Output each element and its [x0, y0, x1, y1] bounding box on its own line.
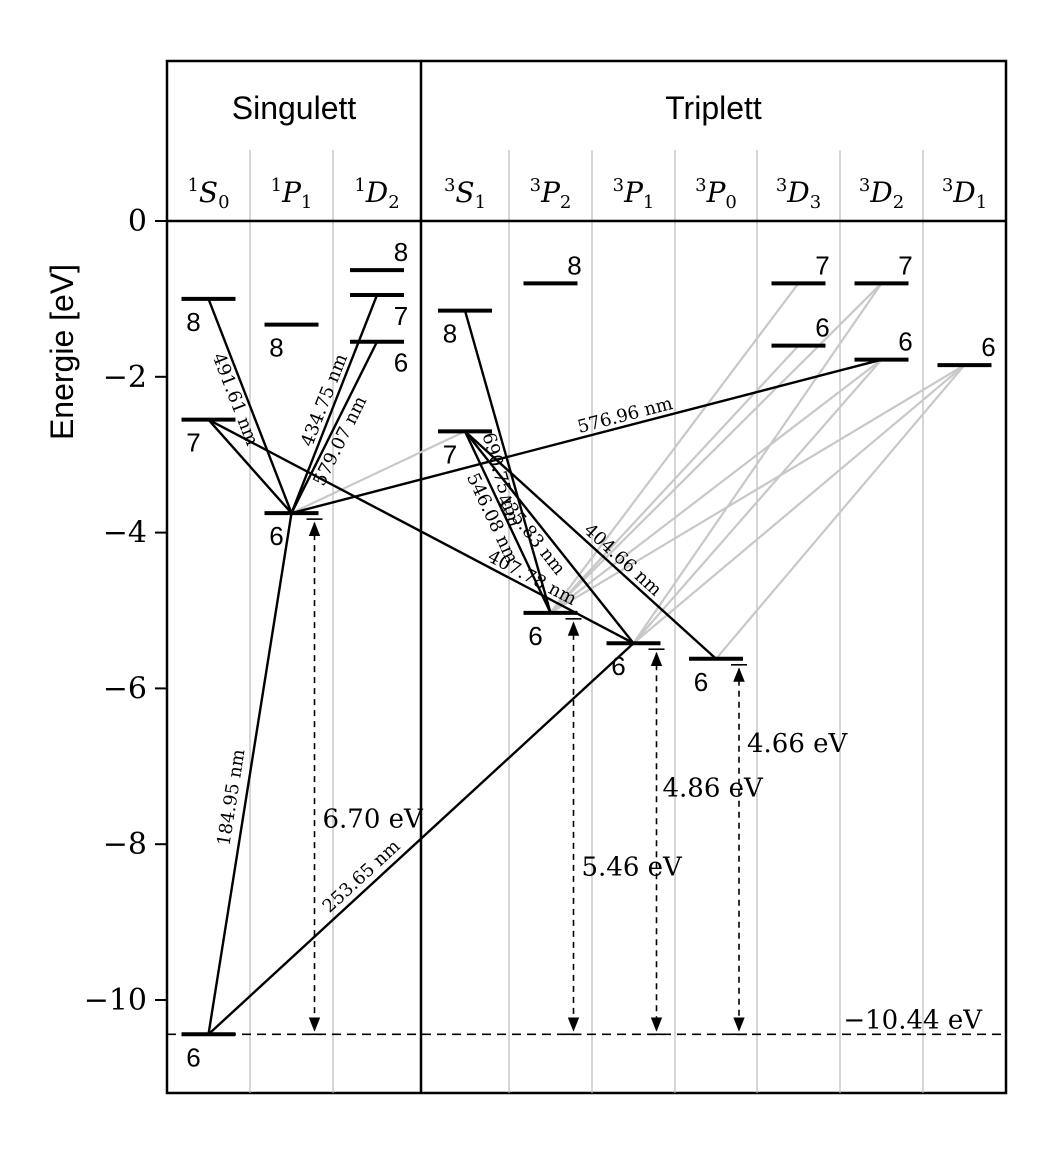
wavelength-label: 253.65 nm [319, 836, 405, 917]
transition-line [207, 418, 635, 645]
weak-transitions [291, 282, 966, 660]
y-tick-label: −4 [103, 516, 147, 551]
ionization-energy-label: 4.66 eV [747, 729, 849, 759]
y-tick-label: −6 [103, 671, 147, 706]
level-label: 8 [269, 333, 283, 363]
weak-transition-line [715, 364, 966, 660]
weak-transition-line [632, 282, 883, 644]
level-label: 6 [694, 667, 708, 697]
ionization-energy-label: 4.86 eV [663, 774, 765, 804]
weak-transition-line [632, 358, 883, 644]
level-label: 6 [611, 651, 625, 681]
y-axis-label: Energie [eV] [44, 264, 80, 440]
level-label: 7 [394, 301, 408, 331]
transition-line [464, 430, 717, 660]
weak-transition-line [549, 282, 800, 614]
column-label-3P2: 3P2 [530, 175, 572, 213]
transition-line [207, 512, 293, 1035]
ionization-energy-label: 6.70 eV [323, 804, 425, 834]
transition-line [464, 430, 635, 644]
column-label-1P1: 1P1 [271, 175, 313, 213]
transition-line [463, 310, 552, 614]
energy-levels [181, 268, 992, 1037]
level-label: 7 [898, 250, 912, 280]
transition-line [207, 642, 635, 1036]
weak-transition-line [291, 430, 466, 515]
column-label-3P0: 3P0 [695, 175, 737, 213]
strong-transitions [207, 294, 882, 1036]
column-label-3D2: 3D2 [859, 175, 904, 213]
group-header-triplett: Triplett [665, 90, 762, 126]
level-label: 7 [443, 439, 457, 469]
wavelength-label: 576.96 nm [575, 393, 675, 438]
y-tick-label: 0 [128, 204, 147, 239]
weak-transition-line [549, 344, 800, 614]
ionization-limit-label: −10.44 eV [843, 1005, 983, 1035]
level-label: 8 [443, 319, 457, 349]
level-label: 6 [815, 313, 829, 343]
transition-line [290, 294, 379, 514]
y-tick-label: −10 [84, 983, 147, 1018]
wavelength-label: 184.95 nm [214, 748, 250, 847]
transition-line [463, 430, 552, 614]
level-label: 6 [981, 332, 995, 362]
level-label: 8 [394, 237, 408, 267]
level-label: 8 [186, 307, 200, 337]
weak-transition-line [549, 282, 883, 614]
diagram-text: 0 −2 −4 −6 −8 −10 Energie [eV] Singulett Triplet… [44, 90, 996, 1072]
column-label-1S0: 1S0 [187, 175, 229, 213]
y-tick-label: −8 [103, 827, 147, 862]
weak-transition-line [549, 358, 883, 614]
transition-line [207, 298, 293, 514]
column-label-3D1: 3D1 [942, 175, 987, 213]
column-label-3P1: 3P1 [613, 175, 655, 213]
column-label-1D2: 1D2 [354, 175, 399, 213]
transition-line [291, 358, 882, 515]
level-label: 6 [898, 327, 912, 357]
transition-line [207, 418, 293, 514]
level-label: 8 [567, 250, 581, 280]
column-label-3D3: 3D3 [776, 175, 821, 213]
transition-line [290, 341, 379, 514]
plot-border [165, 59, 1008, 1095]
ionization-energy-label: 5.46 eV [582, 852, 684, 882]
level-label: 6 [394, 348, 408, 378]
level-label: 6 [186, 1042, 200, 1072]
wavelength-label: 407.78 nm [484, 546, 580, 610]
column-label-3S1: 3S1 [444, 175, 486, 213]
level-label: 7 [186, 428, 200, 458]
level-label: 7 [815, 250, 829, 280]
y-tick-label: −2 [103, 360, 147, 395]
level-label: 6 [269, 521, 283, 551]
level-label: 6 [528, 621, 542, 651]
weak-transition-line [632, 364, 966, 645]
group-header-singulett: Singulett [232, 90, 357, 126]
